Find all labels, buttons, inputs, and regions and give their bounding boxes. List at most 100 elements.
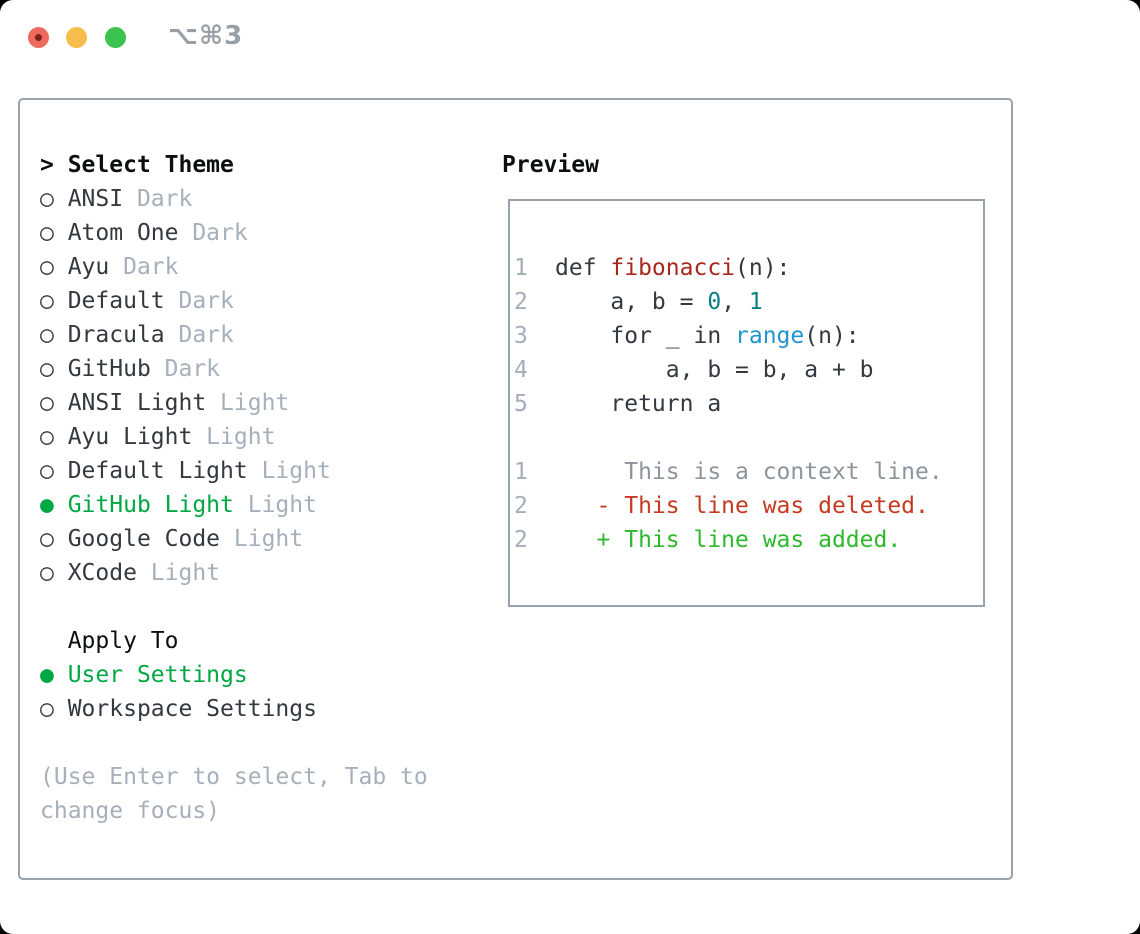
code-token-code: a, b = [555,289,708,315]
preview-code-line: 1 This is a context line. [514,455,983,489]
code-token-code: a, b = b, a + b [555,357,874,383]
code-token-code: (n): [735,255,791,281]
theme-variant-tag: Light [233,492,317,518]
apply-to-title: Apply To [40,628,179,654]
spacer-row [40,590,428,624]
window-shortcut-label: ⌥⌘3 [168,21,244,51]
line-number: 3 [514,323,528,349]
line-number: 1 [514,459,528,485]
preview-code-line: 2 - This line was deleted. [514,489,983,523]
line-number: 5 [514,391,528,417]
line-number: 4 [514,357,528,383]
theme-variant-tag: Dark [123,186,193,212]
select-theme-title: Select Theme [67,152,234,178]
close-button[interactable] [28,27,49,48]
theme-variant-tag: Dark [178,220,248,246]
code-token-code: def [555,255,611,281]
hint-text: change focus) [40,798,221,824]
radio-empty-icon: ○ [40,390,68,416]
radio-empty-icon: ○ [40,560,68,586]
apply-option-user-settings[interactable]: ● User Settings [40,658,428,692]
hint-text: (Use Enter to select, Tab to [40,764,428,790]
theme-option-xcode[interactable]: ○ XCode Light [40,556,428,590]
radio-empty-icon: ○ [40,696,68,722]
theme-option-dracula[interactable]: ○ Dracula Dark [40,318,428,352]
apply-to-header: Apply To [40,624,428,658]
radio-empty-icon: ○ [40,254,68,280]
code-token-function: fibonacci [610,255,736,281]
line-number: 1 [514,255,528,281]
theme-name: Atom One [67,220,179,246]
apply-option-workspace-settings[interactable]: ○ Workspace Settings [40,692,428,726]
preview-code-line: 2 + This line was added. [514,523,983,557]
code-token-added: + This line was added. [555,527,902,553]
theme-name: ANSI [67,186,124,212]
theme-variant-tag: Light [136,560,221,586]
theme-option-ansi-light[interactable]: ○ ANSI Light Light [40,386,428,420]
theme-option-ayu[interactable]: ○ Ayu Dark [40,250,428,284]
radio-empty-icon: ○ [40,424,68,450]
code-token-number: 1 [748,289,763,315]
apply-target-name: Workspace Settings [67,696,317,722]
theme-option-atom-one[interactable]: ○ Atom One Dark [40,216,428,250]
theme-name: Default Light [67,458,248,484]
theme-option-default-light[interactable]: ○ Default Light Light [40,454,428,488]
code-token-code: (n): [804,323,860,349]
hint-line-1: (Use Enter to select, Tab to [40,760,428,794]
theme-variant-tag: Dark [109,254,179,280]
theme-variant-tag: Dark [164,288,234,314]
radio-selected-icon: ● [40,662,68,688]
theme-option-ayu-light[interactable]: ○ Ayu Light Light [40,420,428,454]
radio-empty-icon: ○ [40,322,68,348]
code-token-code: , [721,289,749,315]
theme-variant-tag: Dark [150,356,221,382]
select-theme-header: > Select Theme [40,148,428,182]
line-number: 2 [514,289,528,315]
code-token-context: This is a context line. [555,459,943,485]
radio-empty-icon: ○ [40,356,68,382]
theme-name: Google Code [67,526,221,552]
hint-line-2: change focus) [40,794,428,828]
code-token-deleted: - This line was deleted. [555,493,929,519]
radio-empty-icon: ○ [40,526,68,552]
code-token-code: for _ in [555,323,736,349]
theme-name: GitHub Light [67,492,234,518]
zoom-button[interactable] [105,27,126,48]
preview-code-line: 1 def fibonacci(n): [514,251,983,285]
preview-code-line: 5 return a [514,387,983,421]
theme-option-github-light[interactable]: ● GitHub Light Light [40,488,428,522]
theme-option-github[interactable]: ○ GitHub Dark [40,352,428,386]
preview-blank-line [514,421,983,455]
theme-option-ansi[interactable]: ○ ANSI Dark [40,182,428,216]
theme-picker-left-column: > Select Theme○ ANSI Dark○ Atom One Dark… [40,148,428,828]
theme-variant-tag: Light [192,424,276,450]
line-number: 2 [514,493,528,519]
spacer-row [40,726,428,760]
close-modified-dot-icon [35,34,42,41]
code-token-number: 0 [707,289,722,315]
theme-variant-tag: Light [206,390,290,416]
theme-option-google-code[interactable]: ○ Google Code Light [40,522,428,556]
theme-variant-tag: Light [220,526,304,552]
theme-variant-tag: Light [247,458,331,484]
radio-empty-icon: ○ [40,220,68,246]
minimize-button[interactable] [66,27,87,48]
theme-picker-panel: > Select Theme○ ANSI Dark○ Atom One Dark… [18,98,1013,880]
code-token-code: return a [555,391,722,417]
theme-name: Default [67,288,165,314]
theme-name: GitHub [67,356,151,382]
preview-code-line: 2 a, b = 0, 1 [514,285,983,319]
theme-name: ANSI Light [67,390,207,416]
code-token-builtin: range [735,323,805,349]
apply-target-name: User Settings [67,662,248,688]
radio-empty-icon: ○ [40,288,68,314]
theme-name: Ayu [67,254,110,280]
radio-empty-icon: ○ [40,458,68,484]
preview-code-line: 3 for _ in range(n): [514,319,983,353]
preview-code-line: 4 a, b = b, a + b [514,353,983,387]
line-number: 2 [514,527,528,553]
theme-option-default[interactable]: ○ Default Dark [40,284,428,318]
theme-name: Dracula [67,322,165,348]
